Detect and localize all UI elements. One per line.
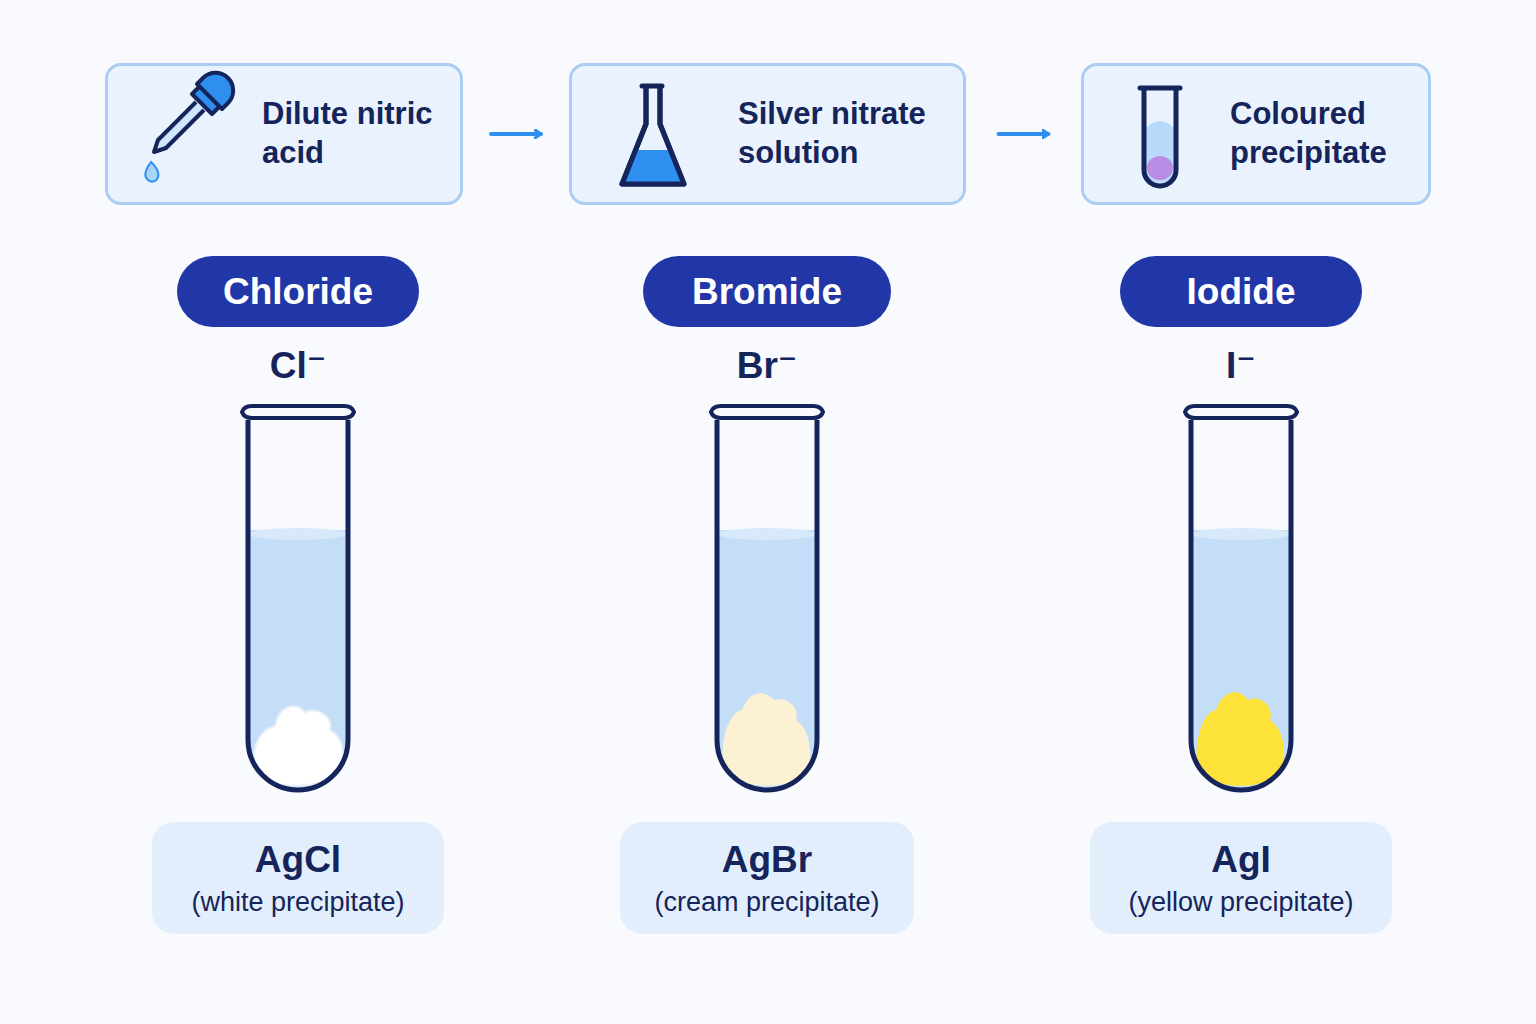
node-text: Dilute nitric acid (262, 95, 444, 173)
flow-arrow (999, 132, 1049, 136)
node-text: Iodide (1187, 271, 1296, 313)
ion-formula: I⁻ (1141, 344, 1341, 387)
ion-formula: Br⁻ (667, 344, 867, 387)
node-text: Coloured precipitate (1230, 95, 1412, 173)
dropper-icon (108, 66, 248, 206)
flask-icon (572, 66, 712, 206)
node-text: Bromide (692, 271, 842, 313)
formula-text: AgI (1211, 839, 1271, 881)
test-tube (711, 406, 823, 800)
precipitate-label-box: AgCl (white precipitate) (152, 822, 444, 934)
ion-formula: Cl⁻ (198, 344, 398, 387)
description-text: (cream precipitate) (654, 887, 879, 918)
reagent-step-box: Dilute nitric acid (105, 63, 463, 205)
node-text: Silver nitrate solution (738, 95, 947, 173)
halide-pill: Iodide (1120, 256, 1362, 327)
flow-arrow (491, 132, 541, 136)
result-step-box: Coloured precipitate (1081, 63, 1431, 205)
description-text: (yellow precipitate) (1128, 887, 1353, 918)
formula-text: AgBr (722, 839, 812, 881)
precipitate-label-box: AgI (yellow precipitate) (1090, 822, 1392, 934)
precipitate-label-box: AgBr (cream precipitate) (620, 822, 914, 934)
description-text: (white precipitate) (191, 887, 404, 918)
node-text: Chloride (223, 271, 373, 313)
halide-pill: Bromide (643, 256, 891, 327)
small-test-tube-icon (1084, 66, 1224, 206)
reagent-step-box: Silver nitrate solution (569, 63, 966, 205)
halide-pill: Chloride (177, 256, 419, 327)
test-tube (1185, 406, 1297, 800)
test-tube (242, 406, 354, 800)
formula-text: AgCl (255, 839, 341, 881)
